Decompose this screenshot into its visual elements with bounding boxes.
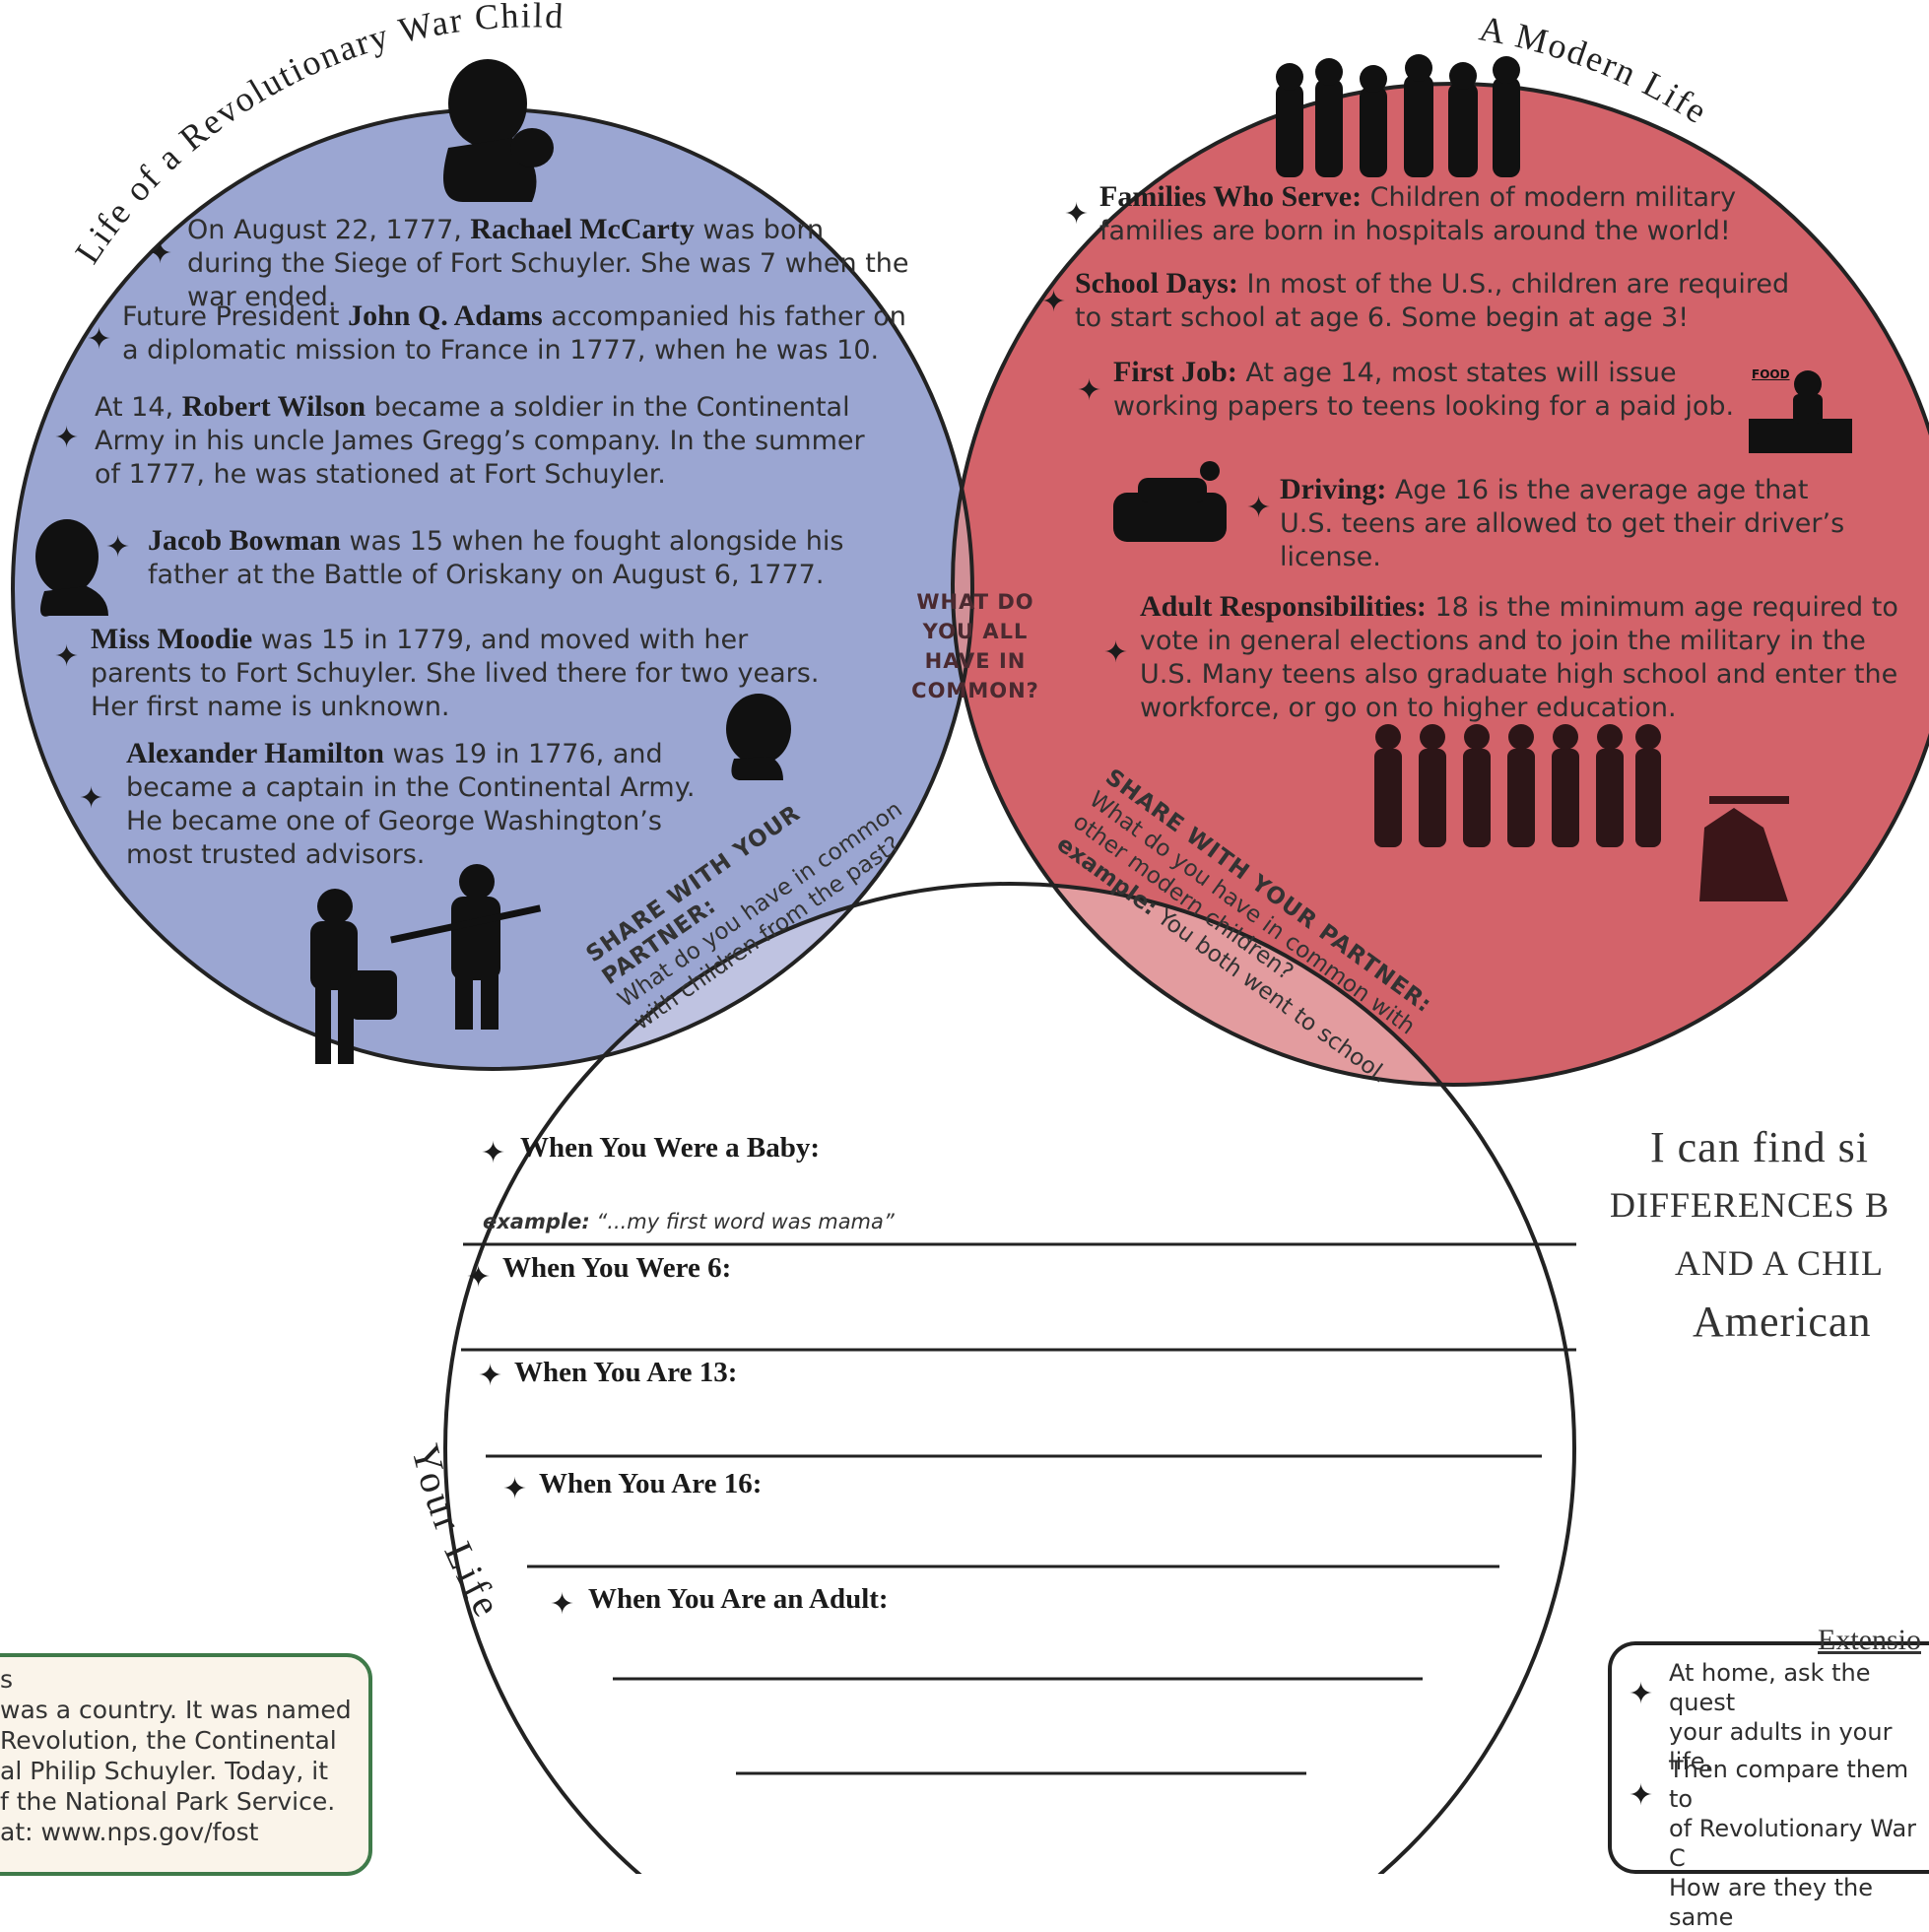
star-icon: ✦	[1077, 373, 1102, 408]
star-icon: ✦	[478, 1359, 503, 1393]
fort-info-text: s was a country. It was named Revolution…	[0, 1665, 352, 1846]
children-silhouettes	[1276, 54, 1520, 177]
past-circle	[13, 109, 972, 1069]
past-item-5: Miss Moodie was 15 in 1779, and moved wi…	[91, 623, 820, 722]
star-icon: ✦	[54, 639, 80, 674]
profile-man-silhouette	[35, 519, 108, 617]
star-icon: ✦	[550, 1587, 575, 1622]
woman-profile-silhouette	[726, 694, 791, 780]
star-icon: ✦	[1629, 1677, 1654, 1711]
star-icon: ✦	[79, 781, 104, 816]
modern-item-5: Adult Responsibilities: 18 is the minimu…	[1140, 590, 1898, 723]
modern-item-3: First Job: At age 14, most states will i…	[1113, 356, 1735, 422]
adults-silhouettes	[1374, 724, 1661, 847]
car-silhouette	[1113, 461, 1227, 542]
prompt-6: When You Were 6:	[502, 1252, 732, 1284]
learning-goal: I can find si differences b and a chil A…	[1610, 1123, 1891, 1346]
star-icon: ✦	[1064, 197, 1090, 232]
example-text: example: “...my first word was mama”	[483, 1210, 895, 1233]
star-icon: ✦	[481, 1136, 506, 1170]
extension-box	[1608, 1641, 1929, 1874]
past-item-2: Future President John Q. Adams accompani…	[122, 300, 906, 366]
prompt-16: When You Are 16:	[539, 1468, 763, 1499]
modern-item-1: Families Who Serve: Children of modern m…	[1099, 180, 1737, 246]
past-item-3: At 14, Robert Wilson became a soldier in…	[95, 390, 865, 490]
star-icon: ✦	[105, 530, 131, 565]
prompt-baby: When You Were a Baby:	[520, 1132, 821, 1164]
modern-circle	[953, 84, 1929, 1085]
yours-circle	[445, 884, 1574, 1874]
star-icon: ✦	[1041, 285, 1067, 319]
center-question: What do you all have in common?	[911, 590, 1039, 702]
food-worker-silhouette	[1749, 370, 1852, 453]
modern-item-4: Driving: Age 16 is the average age that …	[1280, 473, 1845, 572]
mother-baby-silhouette	[443, 59, 554, 202]
prompt-adult: When You Are an Adult:	[588, 1583, 889, 1615]
past-item-1: On August 22, 1777, Rachael McCarty was …	[187, 213, 909, 312]
star-icon: ✦	[54, 421, 80, 455]
venn-diagram: Life of a Revolutionary War Child A Mode…	[11, 0, 1929, 1874]
star-icon: ✦	[466, 1260, 492, 1295]
star-icon: ✦	[502, 1472, 528, 1506]
graduates-silhouette	[1699, 796, 1789, 901]
star-icon: ✦	[1629, 1778, 1654, 1813]
food-sign: FOOD	[1752, 367, 1790, 381]
drummer-soldier-silhouette	[310, 864, 542, 1064]
prompt-13: When You Are 13:	[514, 1357, 738, 1388]
modern-item-2: School Days: In most of the U.S., childr…	[1075, 267, 1790, 333]
past-item-6: Alexander Hamilton was 19 in 1776, and b…	[126, 737, 696, 870]
star-icon: ✦	[1246, 491, 1272, 525]
star-icon: ✦	[87, 322, 112, 357]
star-icon: ✦	[1103, 635, 1129, 670]
extension-title: Extensio	[1818, 1624, 1921, 1656]
star-icon: ✦	[148, 236, 173, 271]
answer-lines	[461, 1242, 1576, 1775]
past-item-4: Jacob Bowman was 15 when he fought along…	[148, 524, 844, 590]
